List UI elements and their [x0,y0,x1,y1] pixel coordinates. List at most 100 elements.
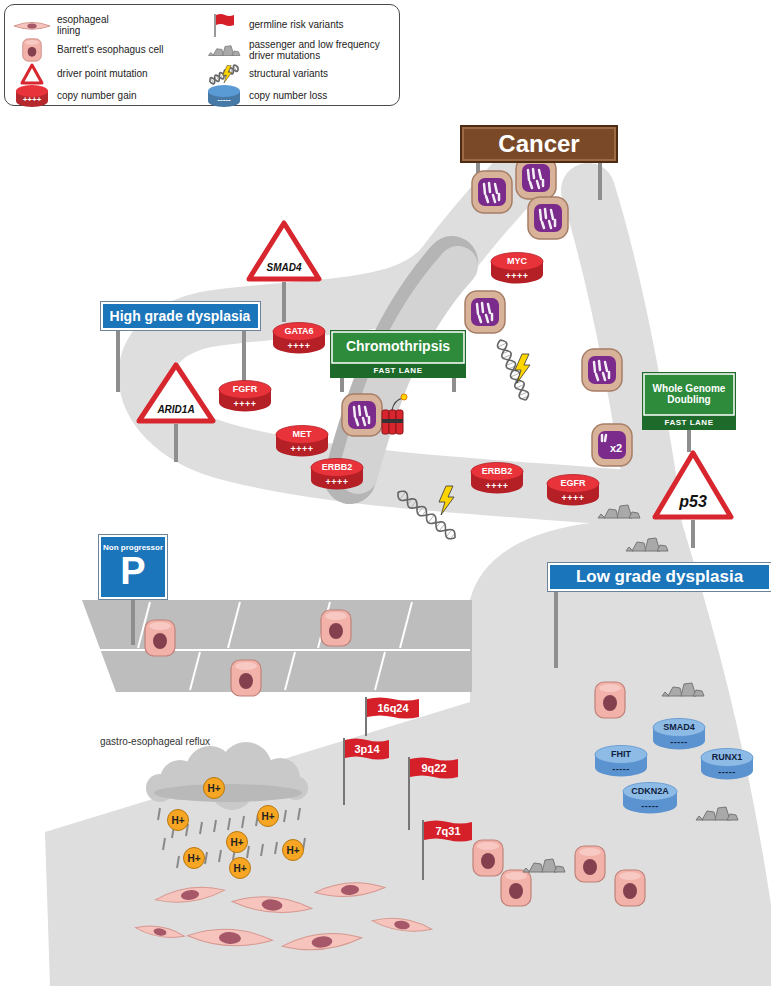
cell-top [579,848,601,856]
risk-variant-flag: 16q24 [367,697,419,719]
chromosome [596,374,598,380]
chromosome [601,435,604,441]
passenger-rocks [696,807,738,820]
chromosome [482,303,483,312]
disc-top [276,426,328,444]
barrett-cell [615,870,645,906]
legend-sample: ++++ [11,83,53,109]
chromosome [603,373,605,380]
cell-nucleus [522,164,550,192]
disc-top [219,381,271,399]
cell-top [505,872,527,880]
cancer-cell [592,424,632,466]
dna-strand [210,65,238,84]
rock [696,816,703,820]
rock [213,49,224,56]
rock [232,51,240,56]
chromosome [354,407,355,417]
driver-mutation-sign: p53 [652,450,734,520]
dna-helix [210,65,238,84]
barrett-cell [231,660,261,696]
legend-item: ++++copy number gain [11,83,137,109]
disc-top [623,783,677,801]
stage-sign: High grade dysplasia [101,302,260,330]
chromosome [608,372,611,378]
copy-number-disc: RUNX1----- [700,748,754,780]
passenger-rocks [523,859,565,872]
barrett-cell [473,840,503,876]
copy-number-disc: ERBB2++++ [470,462,524,494]
dna-rung [498,343,507,347]
rock [668,687,682,696]
dna-rung [511,373,520,377]
cancer-cell [342,394,382,436]
chromosome [356,419,358,425]
copy-change: ++++ [233,398,256,410]
cell-body [582,349,622,391]
cell-body [232,894,313,916]
acid-rain [228,818,230,830]
label-holder: x2 [596,438,636,456]
chromosome [605,362,607,371]
cell-nucleus [598,431,626,459]
chromosome [484,184,485,194]
acid-rain [247,846,249,858]
legend-text: germline risk variants [249,19,343,31]
cell-body [342,394,382,436]
cell-body [321,610,351,646]
chromosome [486,196,488,202]
chromosome [477,304,478,314]
cancer-cell [472,171,512,213]
cell-nucleus [509,883,523,899]
chromosome [549,221,551,228]
copy-change: ----- [641,800,659,812]
parking-sign: Non progressorP [99,535,167,599]
lining-cell [187,927,273,948]
legend-item: -----copy number loss [203,83,327,109]
acid-rain [214,820,216,832]
warning-triangle [655,453,731,517]
legend-icon [203,61,245,87]
cell-body [135,923,186,941]
locus-name: 16q24 [377,702,408,714]
lining-cell [154,883,225,906]
dna-rung [428,515,434,523]
copy-change: ++++ [561,492,584,504]
rock [598,514,605,518]
barrett-cell [595,682,625,718]
chromosome [528,170,529,180]
legend-icon [203,12,245,38]
destination-sign: Cancer [460,125,618,163]
acid-rain [298,808,300,820]
copy-number-disc: GATA6++++ [272,322,326,354]
chromosome [491,314,494,320]
ion-symbol: H+ [230,837,243,848]
rock [626,547,633,551]
sign-post [131,599,135,645]
fast-lane-sign: ChromothripsisFAST LANE [330,330,466,378]
warning-triangle [139,365,213,421]
cell-nucleus [341,884,360,895]
legend-text: copy number loss [249,90,327,102]
barrett-cell [501,870,531,906]
flag-cloth [216,14,234,26]
copy-number-disc: MYC++++ [490,252,544,284]
rock [209,53,214,56]
acid-rain [242,816,244,828]
legend-item: germline risk variants [203,12,343,38]
legend-item: Barrett's esophagus cell [11,37,163,63]
legend-icon [11,37,53,63]
fast-lane-sign: Whole Genome DoublingFAST LANE [642,372,736,430]
lining-cell [232,894,313,916]
ion-symbol: H+ [286,845,299,856]
lightning-bolt [223,66,232,83]
gene-name: FHIT [611,745,631,763]
sign-text: Low grade dysplasia [576,567,743,587]
copy-change: ++++ [485,480,508,492]
reflux-cloud [154,784,302,802]
parking-stripe [285,652,295,690]
ion-symbol: H+ [171,815,184,826]
cell-body [473,840,503,876]
acid-rain [163,838,165,850]
doubling-label: x2 [610,440,622,456]
